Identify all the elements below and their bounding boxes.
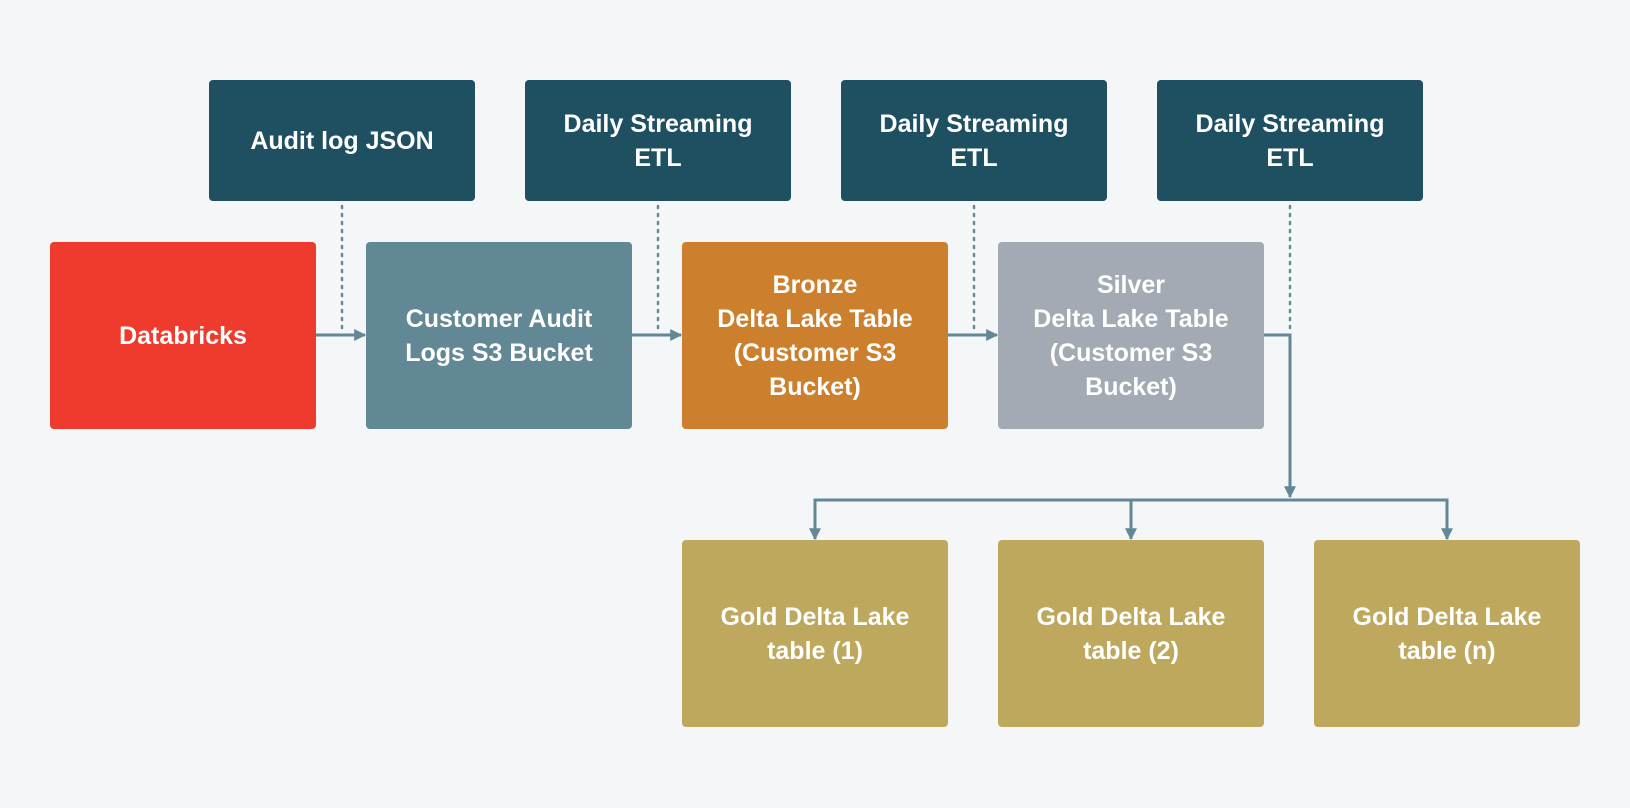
- daily-streaming-etl-label-3: Daily Streaming ETL: [1195, 109, 1385, 172]
- customer-audit-logs-bucket-label: Customer Audit Logs S3 Bucket: [405, 304, 593, 367]
- daily-streaming-etl-label-2: Daily Streaming ETL: [879, 109, 1069, 172]
- daily-streaming-etl-label-1: Daily Streaming ETL: [563, 109, 753, 172]
- databricks-label: Databricks: [119, 321, 247, 350]
- daily-streaming-etl-box-1: Daily Streaming ETL: [525, 80, 791, 201]
- arrow-silver-down: [1264, 333, 1296, 499]
- silver-table-label: Silver Delta Lake Table (Customer S3 Buc…: [1033, 270, 1229, 401]
- gold-table-box-n: Gold Delta Lake table (n): [1314, 540, 1580, 727]
- bronze-table-label: Bronze Delta Lake Table (Customer S3 Buc…: [717, 270, 913, 401]
- gold-table-label-n: Gold Delta Lake table (n): [1352, 602, 1542, 665]
- daily-streaming-etl-box-3: Daily Streaming ETL: [1157, 80, 1423, 201]
- audit-log-json-label: Audit log JSON: [250, 126, 434, 155]
- customer-audit-logs-bucket-box: Customer Audit Logs S3 Bucket: [366, 242, 632, 429]
- daily-streaming-etl-box-2: Daily Streaming ETL: [841, 80, 1107, 201]
- gold-table-box-2: Gold Delta Lake table (2): [998, 540, 1264, 727]
- bronze-table-box: Bronze Delta Lake Table (Customer S3 Buc…: [682, 242, 948, 429]
- silver-table-box: Silver Delta Lake Table (Customer S3 Buc…: [998, 242, 1264, 429]
- databricks-box: Databricks: [50, 242, 316, 429]
- gold-table-label-2: Gold Delta Lake table (2): [1036, 602, 1226, 665]
- audit-log-json-box: Audit log JSON: [209, 80, 475, 201]
- gold-table-label-1: Gold Delta Lake table (1): [720, 602, 910, 665]
- gold-table-box-1: Gold Delta Lake table (1): [682, 540, 948, 727]
